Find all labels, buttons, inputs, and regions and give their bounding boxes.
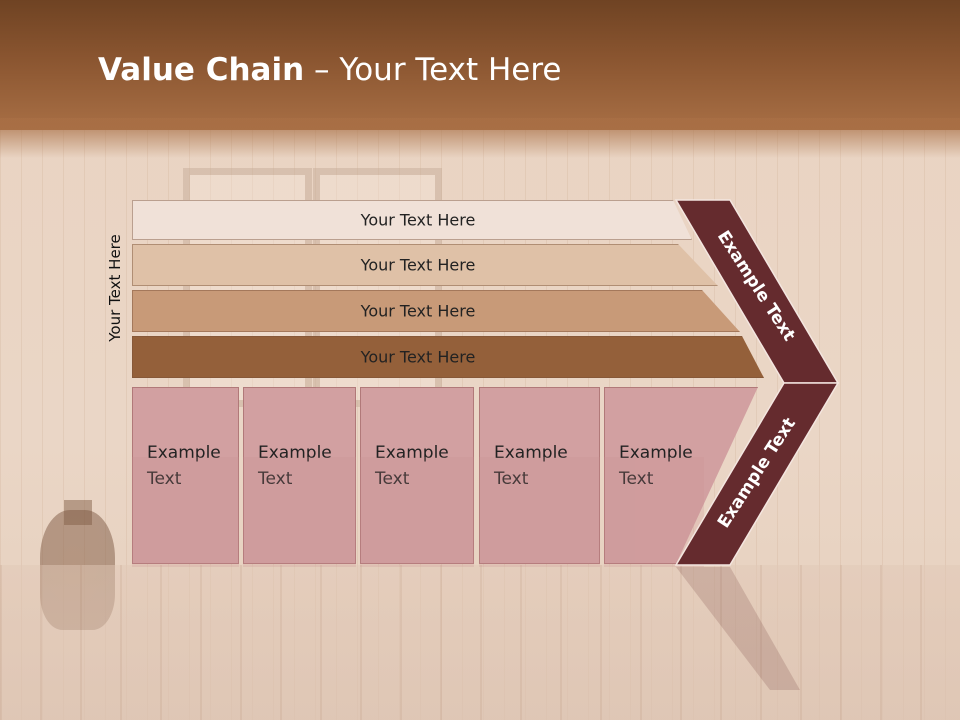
title-bold: Value Chain <box>98 52 305 88</box>
reflection-box-2 <box>243 457 356 567</box>
header-fade <box>0 118 960 158</box>
band-2-label: Your Text Here <box>360 255 476 275</box>
reflection-box-3 <box>360 457 474 567</box>
reflection-box-4 <box>479 457 600 567</box>
band-2[interactable]: Your Text Here <box>132 244 718 286</box>
band-3[interactable]: Your Text Here <box>132 290 740 332</box>
title-rest: – Your Text Here <box>304 52 562 88</box>
band-1[interactable]: Your Text Here <box>132 200 692 240</box>
band-4[interactable]: Your Text Here <box>132 336 764 378</box>
reflection-box-5 <box>604 457 704 567</box>
band-1-label: Your Text Here <box>360 210 476 230</box>
header-band <box>0 0 960 130</box>
band-3-label: Your Text Here <box>360 301 476 321</box>
band-4-label: Your Text Here <box>360 347 476 367</box>
background-floor <box>0 565 960 720</box>
slide-title[interactable]: Value Chain – Your Text Here <box>98 52 561 88</box>
vertical-label[interactable]: Your Text Here <box>106 234 124 342</box>
reflection-box-1 <box>132 457 239 567</box>
